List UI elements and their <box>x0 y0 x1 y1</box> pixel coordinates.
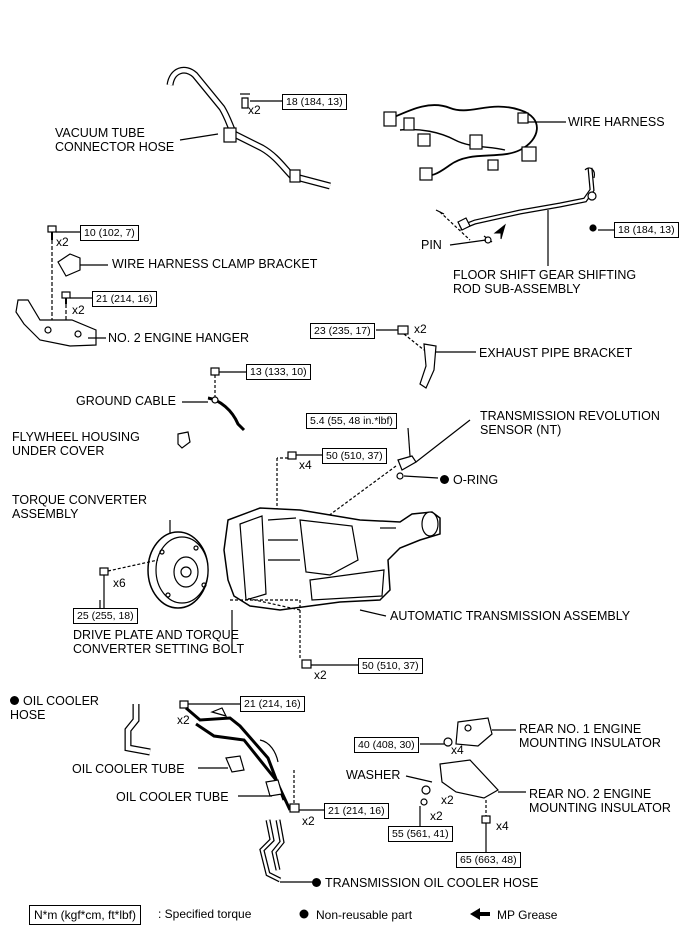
torque-exhaust: 23 (235, 17) <box>310 323 375 339</box>
label-exhaust-pipe-bracket: EXHAUST PIPE BRACKET <box>479 346 633 360</box>
exhaust-bracket-drawing <box>397 325 437 389</box>
flywheel-cover-drawing <box>177 431 191 449</box>
qty-vacuum: x2 <box>248 103 261 117</box>
qty-oil-tube-lower: x2 <box>302 814 315 828</box>
qty-rear2: x4 <box>496 819 509 833</box>
label-oil-cooler-hose: OIL COOLER HOSE <box>10 694 99 722</box>
rear-insulator-drawing <box>405 717 526 852</box>
vacuum-tube-connector-hose <box>166 66 331 190</box>
qty-trans-upper: x4 <box>299 458 312 472</box>
label-washer: WASHER <box>346 768 401 782</box>
sensor-drawing <box>396 419 471 480</box>
label-o-ring: O-RING <box>440 473 498 487</box>
torque-sensor: 5.4 (55, 48 in.*lbf) <box>306 413 397 429</box>
trans-upper-bolts-drawing <box>276 451 397 523</box>
qty-exhaust: x2 <box>414 322 427 336</box>
torque-trans-lower: 50 (510, 37) <box>358 658 423 674</box>
non-reusable-dot-icon <box>440 475 449 485</box>
qty-drive-plate: x6 <box>113 576 126 590</box>
torque-rod: 18 (184, 13) <box>614 222 679 238</box>
torque-washer: 55 (561, 41) <box>388 826 453 842</box>
torque-oil-tube-upper: 21 (214, 16) <box>240 696 305 712</box>
qty-clamp: x2 <box>56 235 69 249</box>
label-trans-oil-cooler-hose: TRANSMISSION OIL COOLER HOSE <box>312 876 538 890</box>
torque-vacuum: 18 (184, 13) <box>282 94 347 110</box>
label-oil-cooler-tube-2: OIL COOLER TUBE <box>116 790 229 804</box>
oil-cooler-hose-drawing <box>124 704 151 756</box>
trans-oil-cooler-hose-drawing <box>259 819 312 883</box>
label-flywheel-cover: FLYWHEEL HOUSING UNDER COVER <box>12 430 140 458</box>
label-torque-converter: TORQUE CONVERTER ASSEMBLY <box>12 493 147 521</box>
label-trans-rev-sensor: TRANSMISSION REVOLUTION SENSOR (NT) <box>480 409 660 437</box>
floor-shift-rod-drawing <box>435 167 597 244</box>
transmission-drawing <box>223 507 441 617</box>
label-wire-harness: WIRE HARNESS <box>568 115 665 129</box>
legend-grease: MP Grease <box>497 908 558 922</box>
non-reusable-dot-icon <box>312 878 321 888</box>
qty-hanger: x2 <box>72 303 85 317</box>
torque-drive-plate: 25 (255, 18) <box>73 608 138 624</box>
label-pin: PIN <box>421 238 442 252</box>
wire-harness-drawing <box>383 104 538 181</box>
label-rear-no2: REAR NO. 2 ENGINE MOUNTING INSULATOR <box>529 787 671 815</box>
legend-torque-desc: : Specified torque <box>158 907 252 921</box>
label-rear-no1: REAR NO. 1 ENGINE MOUNTING INSULATOR <box>519 722 661 750</box>
non-reusable-dot-icon <box>10 696 19 706</box>
torque-clamp: 10 (102, 7) <box>80 225 139 241</box>
torque-trans-upper: 50 (510, 37) <box>322 448 387 464</box>
label-wire-harness-clamp: WIRE HARNESS CLAMP BRACKET <box>112 257 318 271</box>
qty-trans-lower: x2 <box>314 668 327 682</box>
label-no2-engine-hanger: NO. 2 ENGINE HANGER <box>108 331 249 345</box>
clamp-bracket-drawing <box>15 225 97 347</box>
non-reusable-legend-icon <box>299 909 309 919</box>
legend-non-reusable: Non-reusable part <box>316 908 413 922</box>
label-vacuum-tube: VACUUM TUBE CONNECTOR HOSE <box>55 126 175 154</box>
torque-rear2: 65 (663, 48) <box>456 852 521 868</box>
qty-oil-tube-upper: x2 <box>177 713 190 727</box>
legend-torque-unit: N*m (kgf*cm, ft*lbf) <box>29 905 142 925</box>
qty-rear1: x4 <box>451 743 464 757</box>
torque-oil-tube-lower: 21 (214, 16) <box>324 803 389 819</box>
label-oil-cooler-tube-1: OIL COOLER TUBE <box>72 762 185 776</box>
oil-cooler-tube-drawing <box>179 700 324 813</box>
ground-cable-drawing <box>207 367 246 432</box>
label-auto-trans: AUTOMATIC TRANSMISSION ASSEMBLY <box>390 609 631 623</box>
torque-ground: 13 (133, 10) <box>246 364 311 380</box>
torque-hanger: 21 (214, 16) <box>92 291 157 307</box>
torque-rear1: 40 (408, 30) <box>354 737 419 753</box>
label-ground-cable: GROUND CABLE <box>76 394 177 408</box>
qty-washer-b: x2 <box>430 809 443 823</box>
torque-converter-drawing <box>147 520 209 609</box>
qty-washer-a: x2 <box>441 793 454 807</box>
label-floor-shift: FLOOR SHIFT GEAR SHIFTING ROD SUB-ASSEMB… <box>453 268 637 296</box>
grease-arrow-icon <box>470 908 490 920</box>
label-drive-plate-bolt: DRIVE PLATE AND TORQUE CONVERTER SETTING… <box>73 628 245 656</box>
